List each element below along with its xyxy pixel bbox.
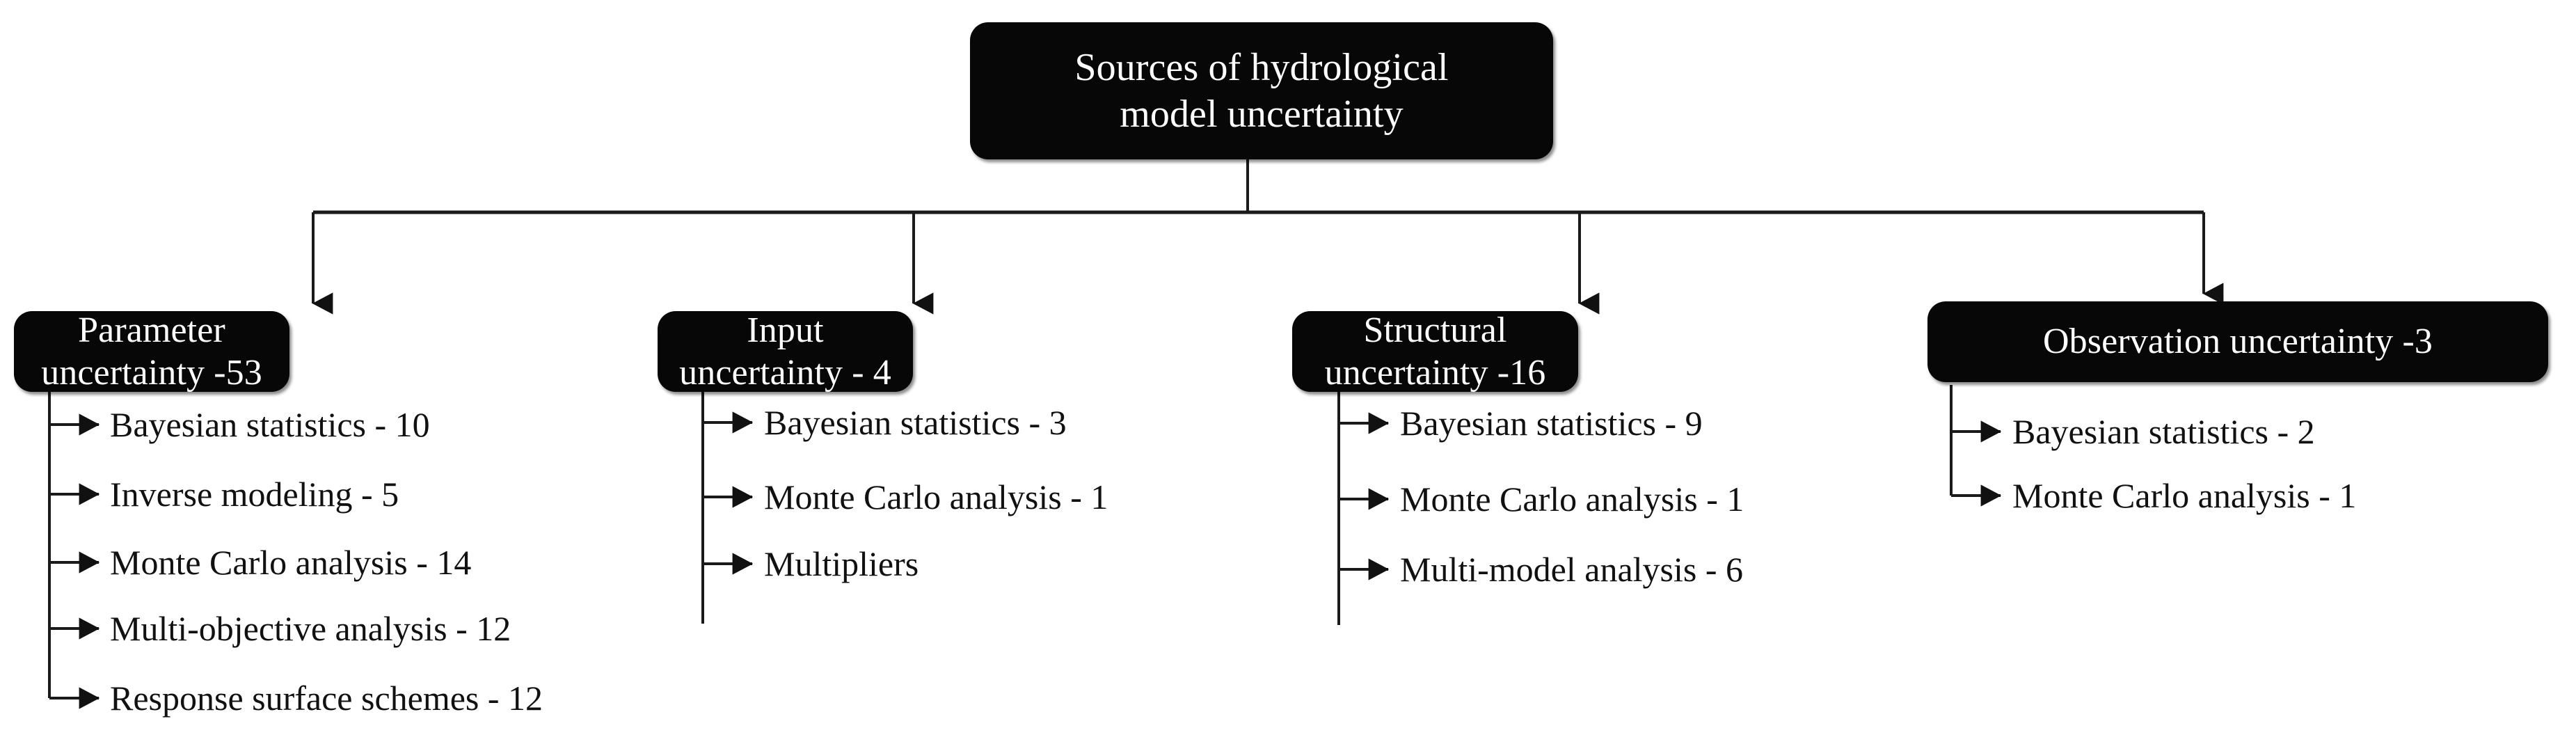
branch-node-label: Input uncertainty - 4 (679, 310, 891, 393)
root-node[interactable]: Sources of hydrological model uncertaint… (970, 22, 1553, 159)
leaf-item[interactable]: Bayesian statistics - 9 (1400, 404, 1703, 443)
leaf-item[interactable]: Bayesian statistics - 3 (764, 403, 1067, 442)
leaf-item[interactable]: Monte Carlo analysis - 1 (2012, 476, 2357, 515)
leaf-item[interactable]: Bayesian statistics - 10 (110, 405, 430, 444)
branch-node-observation-uncertainty[interactable]: Observation uncertainty -3 (1927, 301, 2548, 382)
leaf-item[interactable]: Multipliers (764, 544, 919, 583)
branch-node-parameter-uncertainty[interactable]: Parameter uncertainty -53 (14, 310, 289, 393)
leaf-item[interactable]: Monte Carlo analysis - 14 (110, 543, 472, 582)
branch-node-input-uncertainty[interactable]: Input uncertainty - 4 (658, 310, 913, 393)
leaf-item[interactable]: Bayesian statistics - 2 (2012, 412, 2315, 451)
leaf-item[interactable]: Response surface schemes - 12 (110, 679, 543, 718)
root-node-label: Sources of hydrological model uncertaint… (1074, 46, 1449, 136)
leaf-item[interactable]: Multi-objective analysis - 12 (110, 609, 511, 648)
branch-node-label: Parameter uncertainty -53 (41, 310, 262, 393)
leaf-item[interactable]: Monte Carlo analysis - 1 (1400, 480, 1744, 519)
branch-node-label: Observation uncertainty -3 (2043, 322, 2433, 362)
leaf-item[interactable]: Monte Carlo analysis - 1 (764, 477, 1108, 516)
branch-node-structural-uncertainty[interactable]: Structural uncertainty -16 (1292, 310, 1578, 393)
leaf-item[interactable]: Inverse modeling - 5 (110, 475, 399, 514)
leaf-item[interactable]: Multi-model analysis - 6 (1400, 550, 1743, 589)
branch-node-label: Structural uncertainty -16 (1324, 310, 1546, 393)
